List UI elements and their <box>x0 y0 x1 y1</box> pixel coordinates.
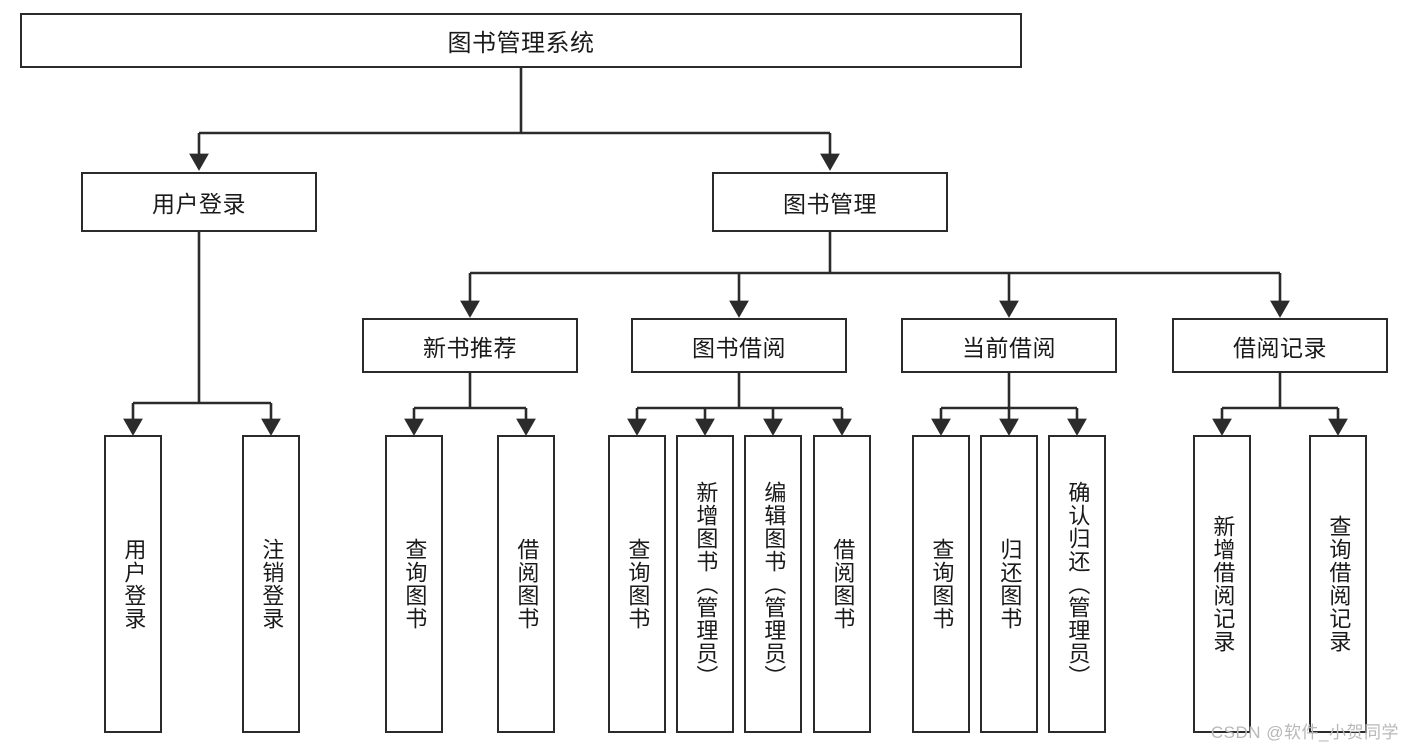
node-label: 新增图书（管理员） <box>693 480 719 688</box>
node-current-borrow[interactable]: 当前借阅 <box>901 318 1117 373</box>
node-leaf-recommend-borrow-book[interactable]: 借阅图书 <box>497 435 555 733</box>
node-label: 图书管理系统 <box>447 30 595 57</box>
node-leaf-edit-book-admin[interactable]: 编辑图书（管理员） <box>744 435 802 733</box>
node-book-management[interactable]: 图书管理 <box>712 172 948 232</box>
node-label: 查询图书 <box>929 538 955 630</box>
node-leaf-logout[interactable]: 注销登录 <box>242 435 300 733</box>
node-label: 用户登录 <box>121 538 147 630</box>
node-leaf-add-book-admin[interactable]: 新增图书（管理员） <box>676 435 734 733</box>
node-book-borrow[interactable]: 图书借阅 <box>631 318 847 373</box>
node-label: 查询图书 <box>402 538 428 630</box>
node-leaf-return-book[interactable]: 归还图书 <box>980 435 1038 733</box>
node-leaf-query-borrow-record[interactable]: 查询借阅记录 <box>1309 435 1367 733</box>
node-label: 注销登录 <box>259 538 285 630</box>
node-label: 确认归还（管理员） <box>1065 480 1091 688</box>
node-new-book-recommend[interactable]: 新书推荐 <box>362 318 578 373</box>
node-label: 借阅图书 <box>514 538 540 630</box>
node-root-system[interactable]: 图书管理系统 <box>20 13 1022 68</box>
node-user-login[interactable]: 用户登录 <box>81 172 317 232</box>
node-leaf-recommend-query-book[interactable]: 查询图书 <box>385 435 443 733</box>
node-leaf-add-borrow-record[interactable]: 新增借阅记录 <box>1193 435 1251 733</box>
node-label: 借阅图书 <box>830 538 856 630</box>
node-label: 当前借阅 <box>962 334 1056 361</box>
node-label: 图书借阅 <box>692 334 786 361</box>
node-label: 用户登录 <box>152 191 246 217</box>
node-label: 编辑图书（管理员） <box>761 480 787 688</box>
node-leaf-confirm-return-admin[interactable]: 确认归还（管理员） <box>1048 435 1106 733</box>
node-label: 归还图书 <box>997 538 1023 630</box>
node-leaf-borrow-book[interactable]: 借阅图书 <box>813 435 871 733</box>
node-label: 借阅记录 <box>1233 334 1327 361</box>
node-label: 新书推荐 <box>423 334 517 361</box>
node-label: 查询借阅记录 <box>1326 515 1352 653</box>
node-leaf-current-query-book[interactable]: 查询图书 <box>912 435 970 733</box>
node-borrow-record[interactable]: 借阅记录 <box>1172 318 1388 373</box>
node-leaf-borrow-query-book[interactable]: 查询图书 <box>608 435 666 733</box>
node-leaf-user-login[interactable]: 用户登录 <box>104 435 162 733</box>
node-label: 新增借阅记录 <box>1210 515 1236 653</box>
watermark-text: CSDN @软件_小贺同学 <box>1210 723 1399 742</box>
node-label: 图书管理 <box>783 191 877 217</box>
node-label: 查询图书 <box>625 538 651 630</box>
